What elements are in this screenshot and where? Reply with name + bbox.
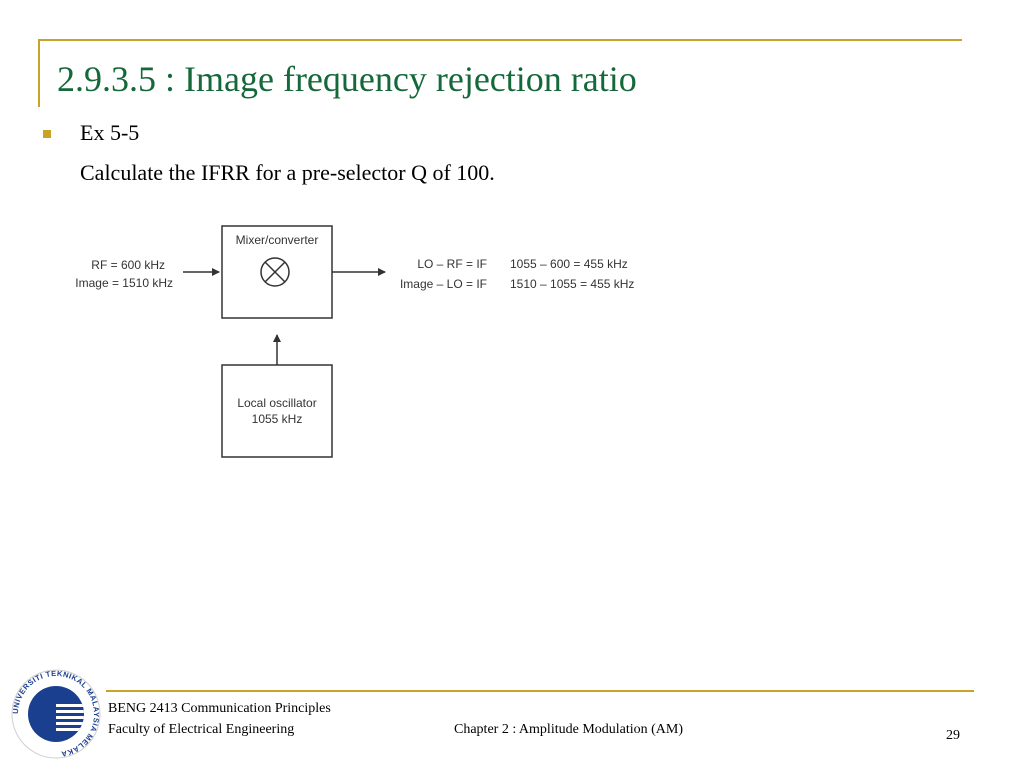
calc-1-label: 1055 – 600 = 455 kHz bbox=[510, 257, 628, 271]
slide-title: 2.9.3.5 : Image frequency rejection rati… bbox=[57, 59, 637, 99]
mixer-symbol-icon bbox=[260, 257, 290, 287]
footer-rule bbox=[106, 690, 974, 692]
mixer-label: Mixer/converter bbox=[236, 233, 319, 247]
mixer-block-diagram: Mixer/converter RF = 600 kHz Image = 151… bbox=[75, 225, 634, 458]
frame-left-rule bbox=[38, 39, 40, 107]
calc-2-label: 1510 – 1055 = 455 kHz bbox=[510, 277, 634, 291]
footer-course: BENG 2413 Communication Principles bbox=[108, 701, 331, 716]
footer-chapter: Chapter 2 : Amplitude Modulation (AM) bbox=[454, 722, 684, 737]
footer-faculty: Faculty of Electrical Engineering bbox=[108, 722, 295, 737]
oscillator-freq: 1055 kHz bbox=[252, 412, 303, 426]
oscillator-label: Local oscillator bbox=[237, 396, 316, 410]
input-image-label: Image = 1510 kHz bbox=[75, 276, 173, 290]
output-lo-rf-label: LO – RF = IF bbox=[417, 257, 487, 271]
frame-top-rule bbox=[38, 39, 962, 41]
bullet-text: Ex 5-5 bbox=[80, 120, 140, 145]
question-text: Calculate the IFRR for a pre-selector Q … bbox=[80, 160, 495, 185]
page-number: 29 bbox=[946, 728, 960, 743]
output-image-lo-label: Image – LO = IF bbox=[400, 277, 487, 291]
input-rf-label: RF = 600 kHz bbox=[91, 258, 165, 272]
university-logo-icon: UNIVERSITI TEKNIKAL MALAYSIA MELAKA bbox=[11, 669, 101, 759]
oscillator-box bbox=[221, 364, 333, 458]
bullet-square-icon bbox=[43, 130, 51, 138]
